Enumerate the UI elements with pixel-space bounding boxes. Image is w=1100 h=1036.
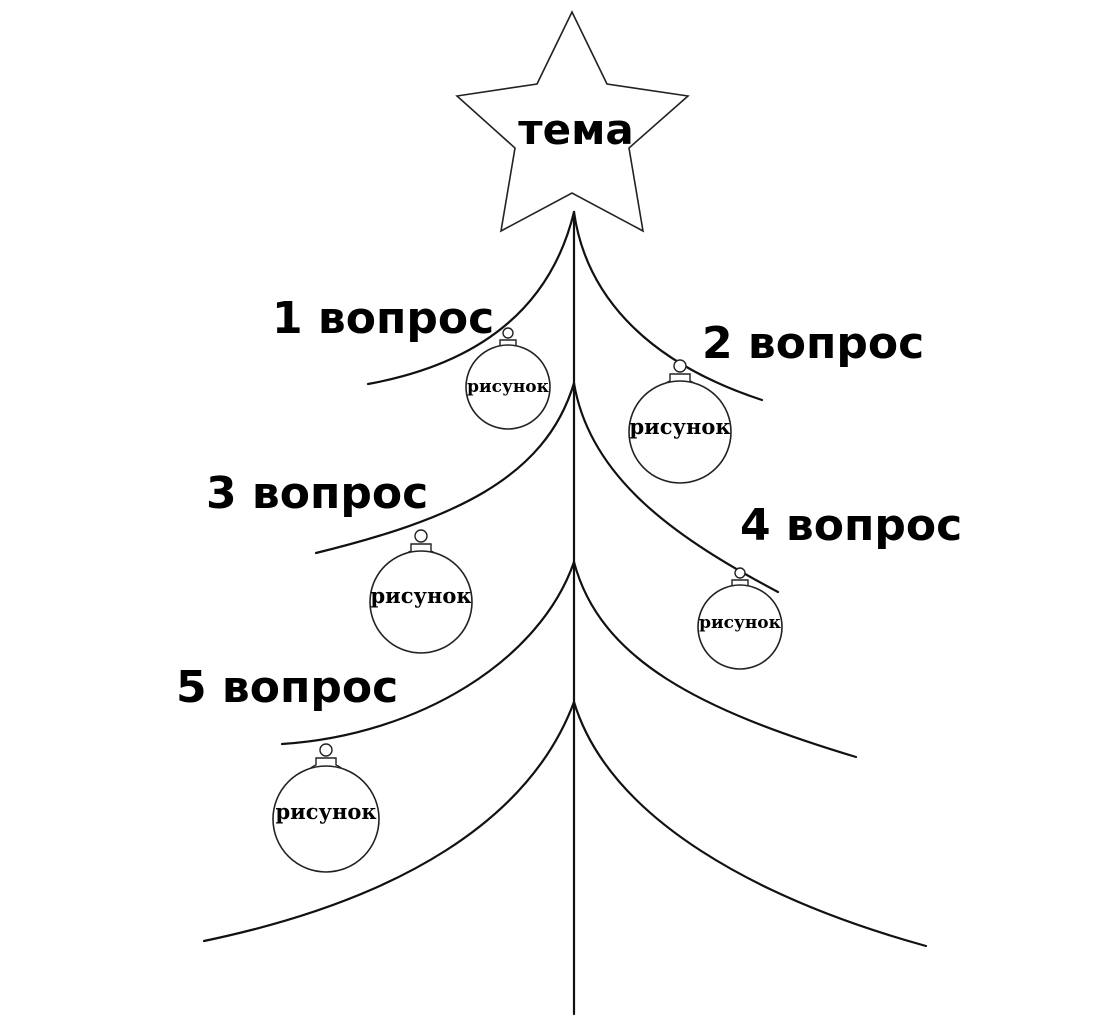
ornament-4: рисунок — [697, 567, 783, 670]
branch-left-3 — [280, 560, 576, 746]
branch-left-2 — [314, 381, 576, 555]
ornament-ball — [628, 380, 732, 484]
question-label-5: 5 вопрос — [176, 662, 398, 713]
ornament-ball — [272, 765, 380, 873]
ornament-hook-icon — [734, 567, 746, 579]
ornament-hook-icon — [319, 743, 333, 757]
ornament-ball — [465, 344, 551, 430]
ornament-label-5: рисунок — [275, 799, 376, 824]
star-icon — [455, 10, 690, 233]
ornament-ball — [697, 584, 783, 670]
question-label-4: 4 вопрос — [740, 500, 962, 551]
ornament-label-2: рисунок — [629, 414, 730, 439]
ornament-label-4: рисунок — [699, 613, 782, 633]
ornament-label-1: рисунок — [467, 377, 550, 397]
question-label-3: 3 вопрос — [206, 468, 428, 519]
ornament-2: рисунок — [628, 359, 732, 484]
question-label-1: 1 вопрос — [272, 293, 494, 344]
ornament-hook-icon — [673, 359, 687, 373]
ornament-ball — [369, 550, 473, 654]
ornament-3: рисунок — [369, 529, 473, 654]
ornament-hook-icon — [502, 327, 514, 339]
branch-left-4 — [202, 700, 576, 943]
topic-label: тема — [518, 105, 634, 154]
ornament-5: рисунок — [272, 743, 380, 873]
branch-right-1 — [572, 210, 764, 402]
branch-left-1 — [366, 210, 576, 386]
branch-right-3 — [572, 560, 858, 759]
question-label-2: 2 вопрос — [702, 318, 924, 369]
ornament-1: рисунок — [465, 327, 551, 430]
branch-right-4 — [572, 700, 928, 948]
ornament-label-3: рисунок — [370, 583, 471, 608]
ornament-hook-icon — [414, 529, 428, 543]
topic-star: тема — [455, 10, 690, 233]
